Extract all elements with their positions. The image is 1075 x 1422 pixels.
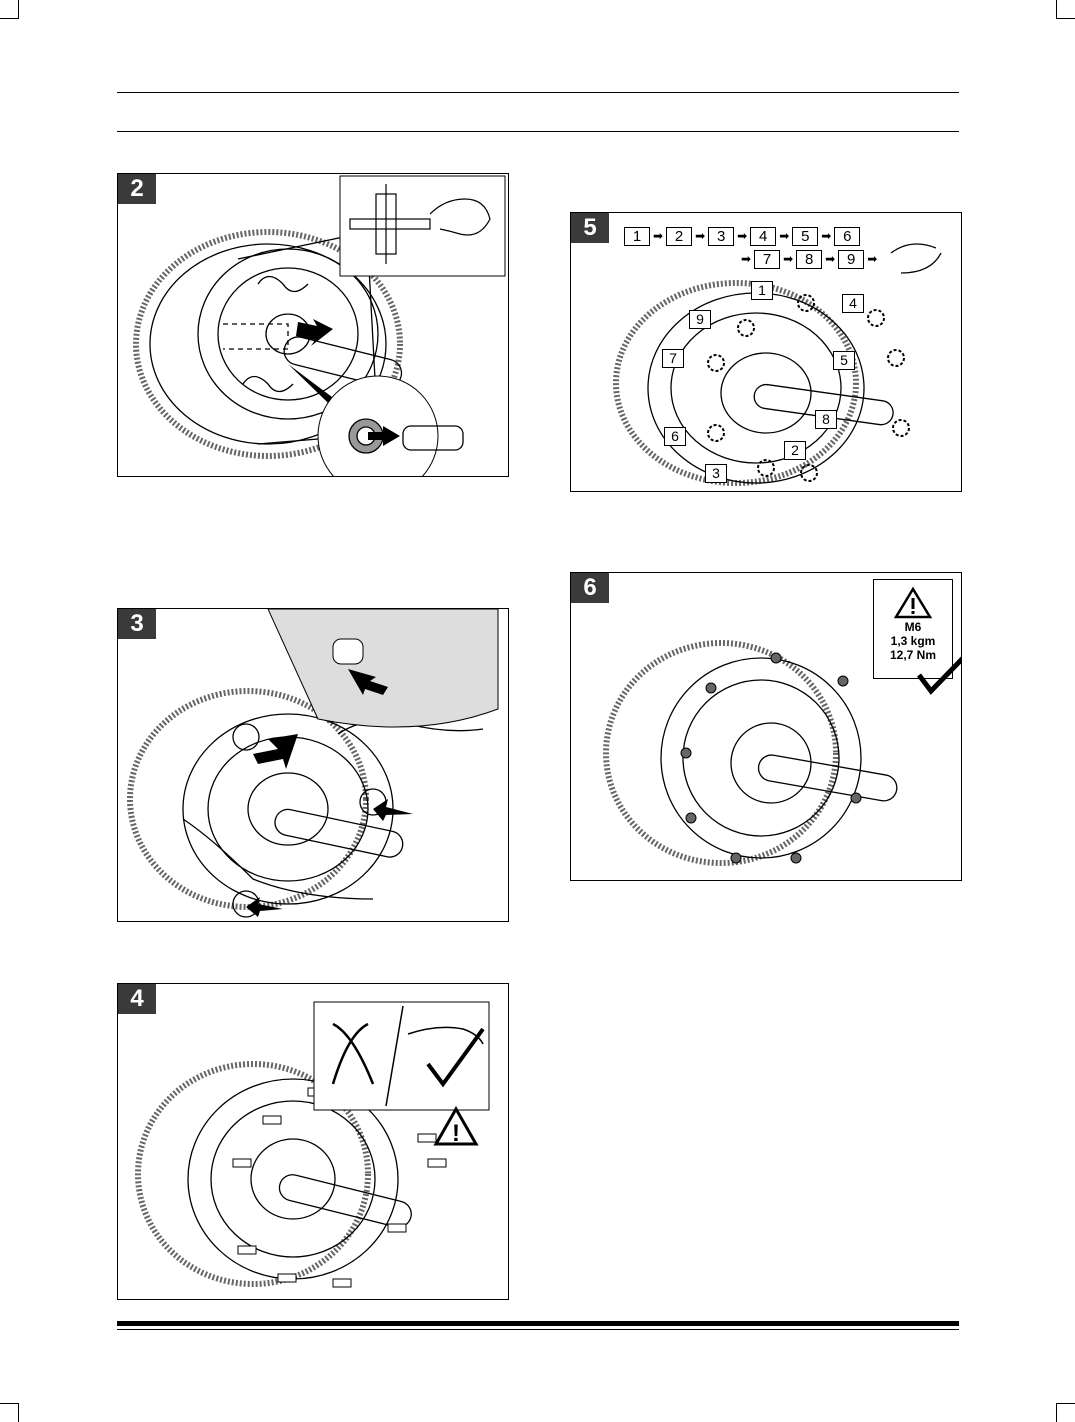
sequence-step: 4 <box>750 227 777 246</box>
footer-rule-thin <box>117 1329 959 1330</box>
tightening-sequence-row-1: 1 ➡ 2 ➡ 3 ➡ 4 ➡ 5 ➡ 6 <box>624 227 861 246</box>
torque-spec-box: M6 1,3 kgm 12,7 Nm <box>873 579 953 679</box>
figure-number: 3 <box>118 609 156 639</box>
crop-mark-bottom-left <box>0 1403 19 1422</box>
bolt-size: M6 <box>904 620 922 634</box>
arrow-right-icon: ➡ <box>741 252 752 266</box>
sequence-step: 5 <box>792 227 819 246</box>
bolt-callout: 4 <box>842 294 864 313</box>
tightening-sequence-row-2: ➡ 7 ➡ 8 ➡ 9 ➡ <box>741 250 877 269</box>
bolt-callout: 8 <box>815 410 837 429</box>
arrow-right-icon: ➡ <box>779 229 790 243</box>
figure-number: 5 <box>571 213 609 243</box>
figure-number: 6 <box>571 573 609 603</box>
arrow-right-icon: ➡ <box>737 229 748 243</box>
header-rule-top <box>117 92 959 93</box>
checkmark-icon <box>917 656 961 695</box>
figure-6: 6 M6 1,3 kgm 12,7 Nm <box>570 572 962 881</box>
sequence-step: 3 <box>708 227 735 246</box>
arrow-right-icon: ➡ <box>695 229 706 243</box>
crop-mark-top-left <box>0 0 19 19</box>
figure-6-illustration <box>603 640 898 866</box>
arrow-right-icon: ➡ <box>783 252 794 266</box>
warning-triangle-icon <box>893 586 933 619</box>
arrow-right-icon: ➡ <box>825 252 836 266</box>
arrow-right-icon: ➡ <box>653 229 664 243</box>
figure-2-illustration <box>133 175 506 476</box>
arrow-right-icon: ➡ <box>867 252 878 266</box>
figure-number: 4 <box>118 984 156 1014</box>
sequence-step: 9 <box>838 250 865 269</box>
footer-rule-thick <box>117 1321 959 1326</box>
figure-3-illustration <box>127 609 499 918</box>
sequence-step: 7 <box>754 250 781 269</box>
bolt-callout: 7 <box>662 349 684 368</box>
header-rule-bottom <box>117 131 959 132</box>
bolt-callout: 1 <box>751 281 773 300</box>
torque-nm: 12,7 Nm <box>889 648 937 662</box>
figure-number: 2 <box>118 174 156 204</box>
bolt-callout: 9 <box>689 310 711 329</box>
figure-5: 5 1 ➡ 2 ➡ 3 ➡ 4 ➡ 5 ➡ 6 ➡ 7 ➡ <box>570 212 962 492</box>
sequence-step: 8 <box>796 250 823 269</box>
torque-kgm: 1,3 kgm <box>890 634 936 648</box>
crop-mark-bottom-right <box>1056 1403 1075 1422</box>
sequence-step: 1 <box>624 227 650 246</box>
svg-text:!: ! <box>452 1120 460 1147</box>
sequence-step: 2 <box>666 227 693 246</box>
sequence-step: 6 <box>834 227 861 246</box>
bolt-callout: 2 <box>784 441 806 460</box>
bolt-callout: 6 <box>664 427 686 446</box>
figure-2: 2 <box>117 173 509 477</box>
crop-mark-top-right <box>1056 0 1075 19</box>
bolt-callout: 3 <box>705 464 727 483</box>
figure-4-illustration: ! <box>135 1001 490 1288</box>
figure-4: 4 ! <box>117 983 509 1300</box>
figure-3: 3 <box>117 608 509 922</box>
arrow-right-icon: ➡ <box>821 229 832 243</box>
bolt-callout: 5 <box>833 351 855 370</box>
